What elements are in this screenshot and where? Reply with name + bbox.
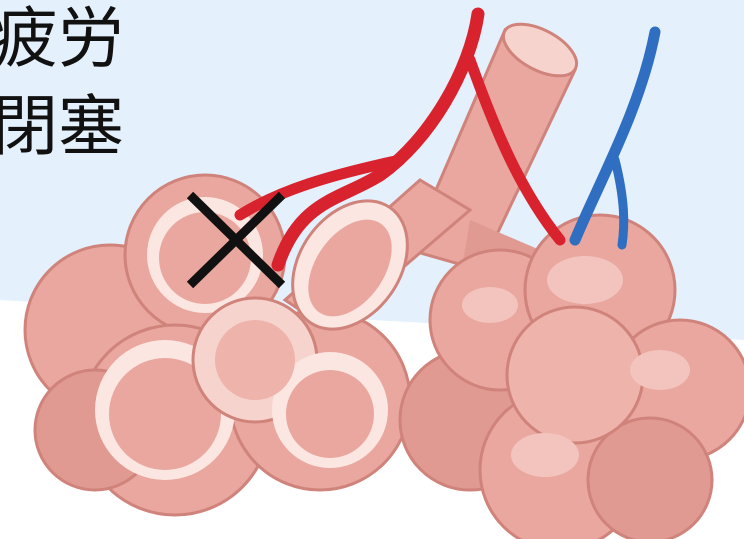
right-alveolar-cluster	[400, 215, 744, 539]
vein-vessel	[575, 32, 655, 245]
